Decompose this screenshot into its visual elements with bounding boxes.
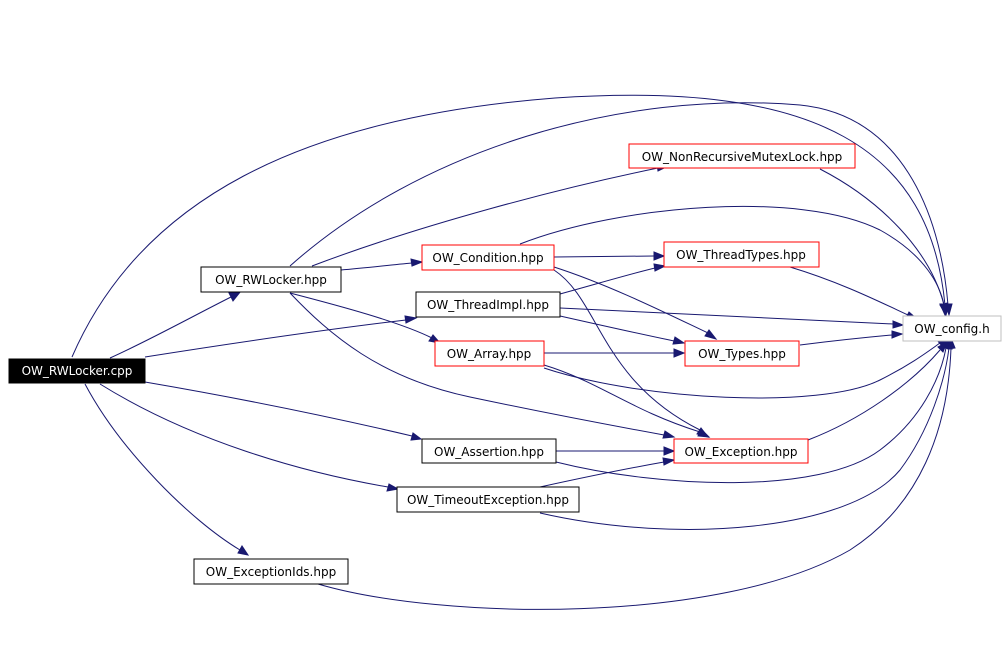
arrowhead <box>653 251 666 261</box>
arrowhead <box>697 428 711 438</box>
arrowhead <box>653 263 667 272</box>
edge-array-to-exception <box>543 364 701 433</box>
node-label: OW_ExceptionIds.hpp <box>206 565 336 579</box>
node-thread-types-hpp[interactable]: OW_ThreadTypes.hpp <box>663 241 820 268</box>
arrowhead <box>386 483 400 492</box>
arrowhead <box>662 430 676 439</box>
graph-nodes: OW_RWLocker.cpp OW_RWLocker.hpp OW_NonRe… <box>8 143 1002 585</box>
edge-nonrecursive-to-config <box>819 168 945 306</box>
arrowhead <box>891 330 904 339</box>
node-condition-hpp[interactable]: OW_Condition.hpp <box>421 244 555 271</box>
node-exception-ids-hpp[interactable]: OW_ExceptionIds.hpp <box>193 558 349 585</box>
node-label: OW_RWLocker.hpp <box>215 273 327 287</box>
node-assertion-hpp[interactable]: OW_Assertion.hpp <box>421 438 557 464</box>
edge-rwlocker-to-config <box>289 102 949 306</box>
arrowhead <box>237 545 250 556</box>
arrowhead <box>673 348 686 358</box>
edge-rwlocker-to-condition <box>340 262 413 271</box>
edge-condition-to-types <box>553 266 709 334</box>
edge-condition-to-config <box>519 205 945 306</box>
node-label: OW_RWLocker.cpp <box>22 364 133 378</box>
arrowhead <box>704 329 718 340</box>
edge-rwlocker-to-exception <box>289 292 665 436</box>
edge-threadtypes-to-config <box>789 266 909 316</box>
node-label: OW_TimeoutException.hpp <box>407 493 569 507</box>
node-timeout-exception-hpp[interactable]: OW_TimeoutException.hpp <box>396 486 580 513</box>
arrowhead <box>939 303 948 317</box>
edge-threadimpl-to-threadtypes <box>559 267 656 295</box>
node-label: OW_ThreadTypes.hpp <box>676 248 806 262</box>
arrowhead <box>410 432 423 441</box>
arrowhead <box>404 315 418 324</box>
edge-condition-to-exception <box>553 269 701 431</box>
node-nonrecursive-mutex-lock-hpp[interactable]: OW_NonRecursiveMutexLock.hpp <box>628 143 856 169</box>
node-types-hpp[interactable]: OW_Types.hpp <box>684 340 800 367</box>
arrowhead <box>672 336 686 345</box>
arrowhead <box>662 457 676 466</box>
edge-types-to-config <box>799 334 893 346</box>
edge-rwlocker-to-array <box>289 292 433 339</box>
edge-threadimpl-to-types <box>559 315 675 342</box>
node-label: OW_Types.hpp <box>698 347 786 361</box>
edge-cpp-to-exceptionids <box>84 383 241 551</box>
edge-rwlocker-to-nonrecursive <box>311 167 659 267</box>
edge-condition-to-threadtypes <box>553 255 655 258</box>
edge-cpp-to-timeout <box>99 383 389 488</box>
node-label: OW_NonRecursiveMutexLock.hpp <box>642 150 843 164</box>
node-label: OW_ThreadImpl.hpp <box>427 298 549 312</box>
edge-assertion-to-config <box>555 347 947 484</box>
node-array-hpp[interactable]: OW_Array.hpp <box>434 340 545 367</box>
arrowhead <box>410 258 424 267</box>
arrowhead <box>663 446 676 456</box>
node-rwlocker-hpp[interactable]: OW_RWLocker.hpp <box>200 266 342 293</box>
edge-threadimpl-to-config <box>559 307 894 325</box>
edge-timeout-to-config <box>539 347 950 530</box>
edge-array-to-config <box>543 342 941 399</box>
edge-exception-to-config <box>807 349 941 441</box>
edge-cpp-to-rwlocker-hpp <box>109 295 234 359</box>
node-label: OW_Condition.hpp <box>432 251 543 265</box>
edge-cpp-to-threadimpl <box>144 319 407 358</box>
node-label: OW_Assertion.hpp <box>434 445 544 459</box>
graph-edges <box>71 94 956 610</box>
node-label: OW_config.h <box>914 322 989 336</box>
node-thread-impl-hpp[interactable]: OW_ThreadImpl.hpp <box>415 291 561 318</box>
edge-cpp-to-assertion <box>144 381 413 437</box>
arrowhead <box>947 336 956 350</box>
edge-exceptionids-to-config <box>317 347 952 610</box>
arrowhead <box>892 320 905 329</box>
edge-cpp-to-config <box>71 94 946 358</box>
node-exception-hpp[interactable]: OW_Exception.hpp <box>673 438 809 464</box>
node-label: OW_Array.hpp <box>447 347 532 361</box>
node-config-h[interactable]: OW_config.h <box>902 315 1002 342</box>
node-rwlocker-cpp[interactable]: OW_RWLocker.cpp <box>8 358 146 384</box>
node-label: OW_Exception.hpp <box>684 445 797 459</box>
edge-timeout-to-exception <box>539 461 665 488</box>
